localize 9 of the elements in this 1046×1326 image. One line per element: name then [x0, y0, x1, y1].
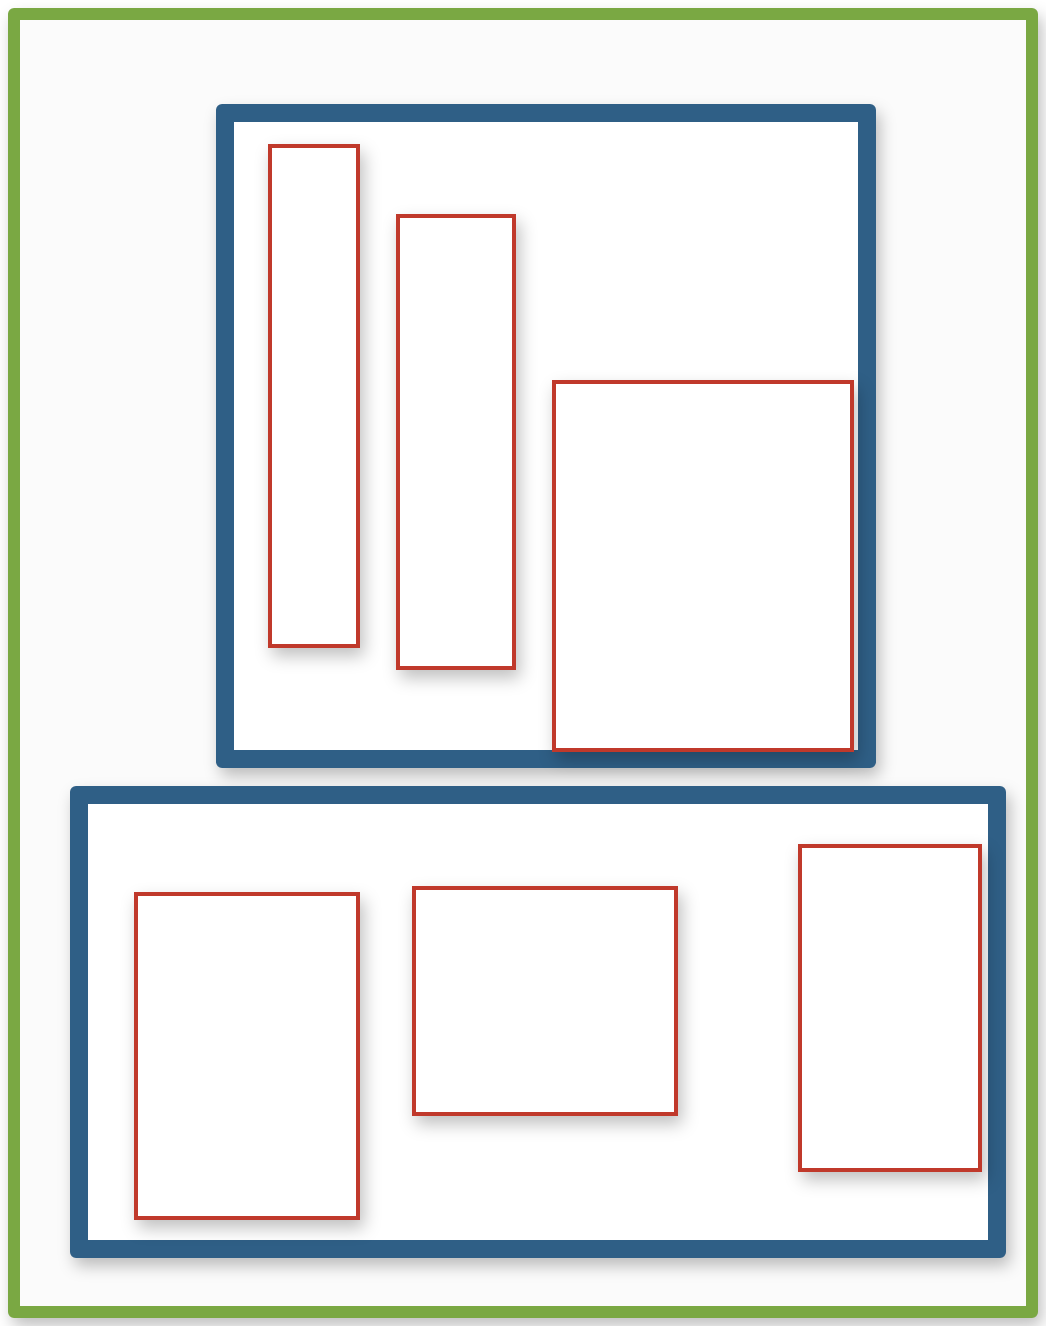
inner-box — [268, 144, 360, 648]
group-frame — [70, 786, 1006, 1258]
group-frame — [216, 104, 876, 768]
inner-box — [412, 886, 678, 1116]
inner-box — [134, 892, 360, 1220]
outer-frame — [8, 8, 1038, 1318]
inner-box — [798, 844, 982, 1172]
inner-box — [396, 214, 516, 670]
inner-box — [552, 380, 854, 752]
